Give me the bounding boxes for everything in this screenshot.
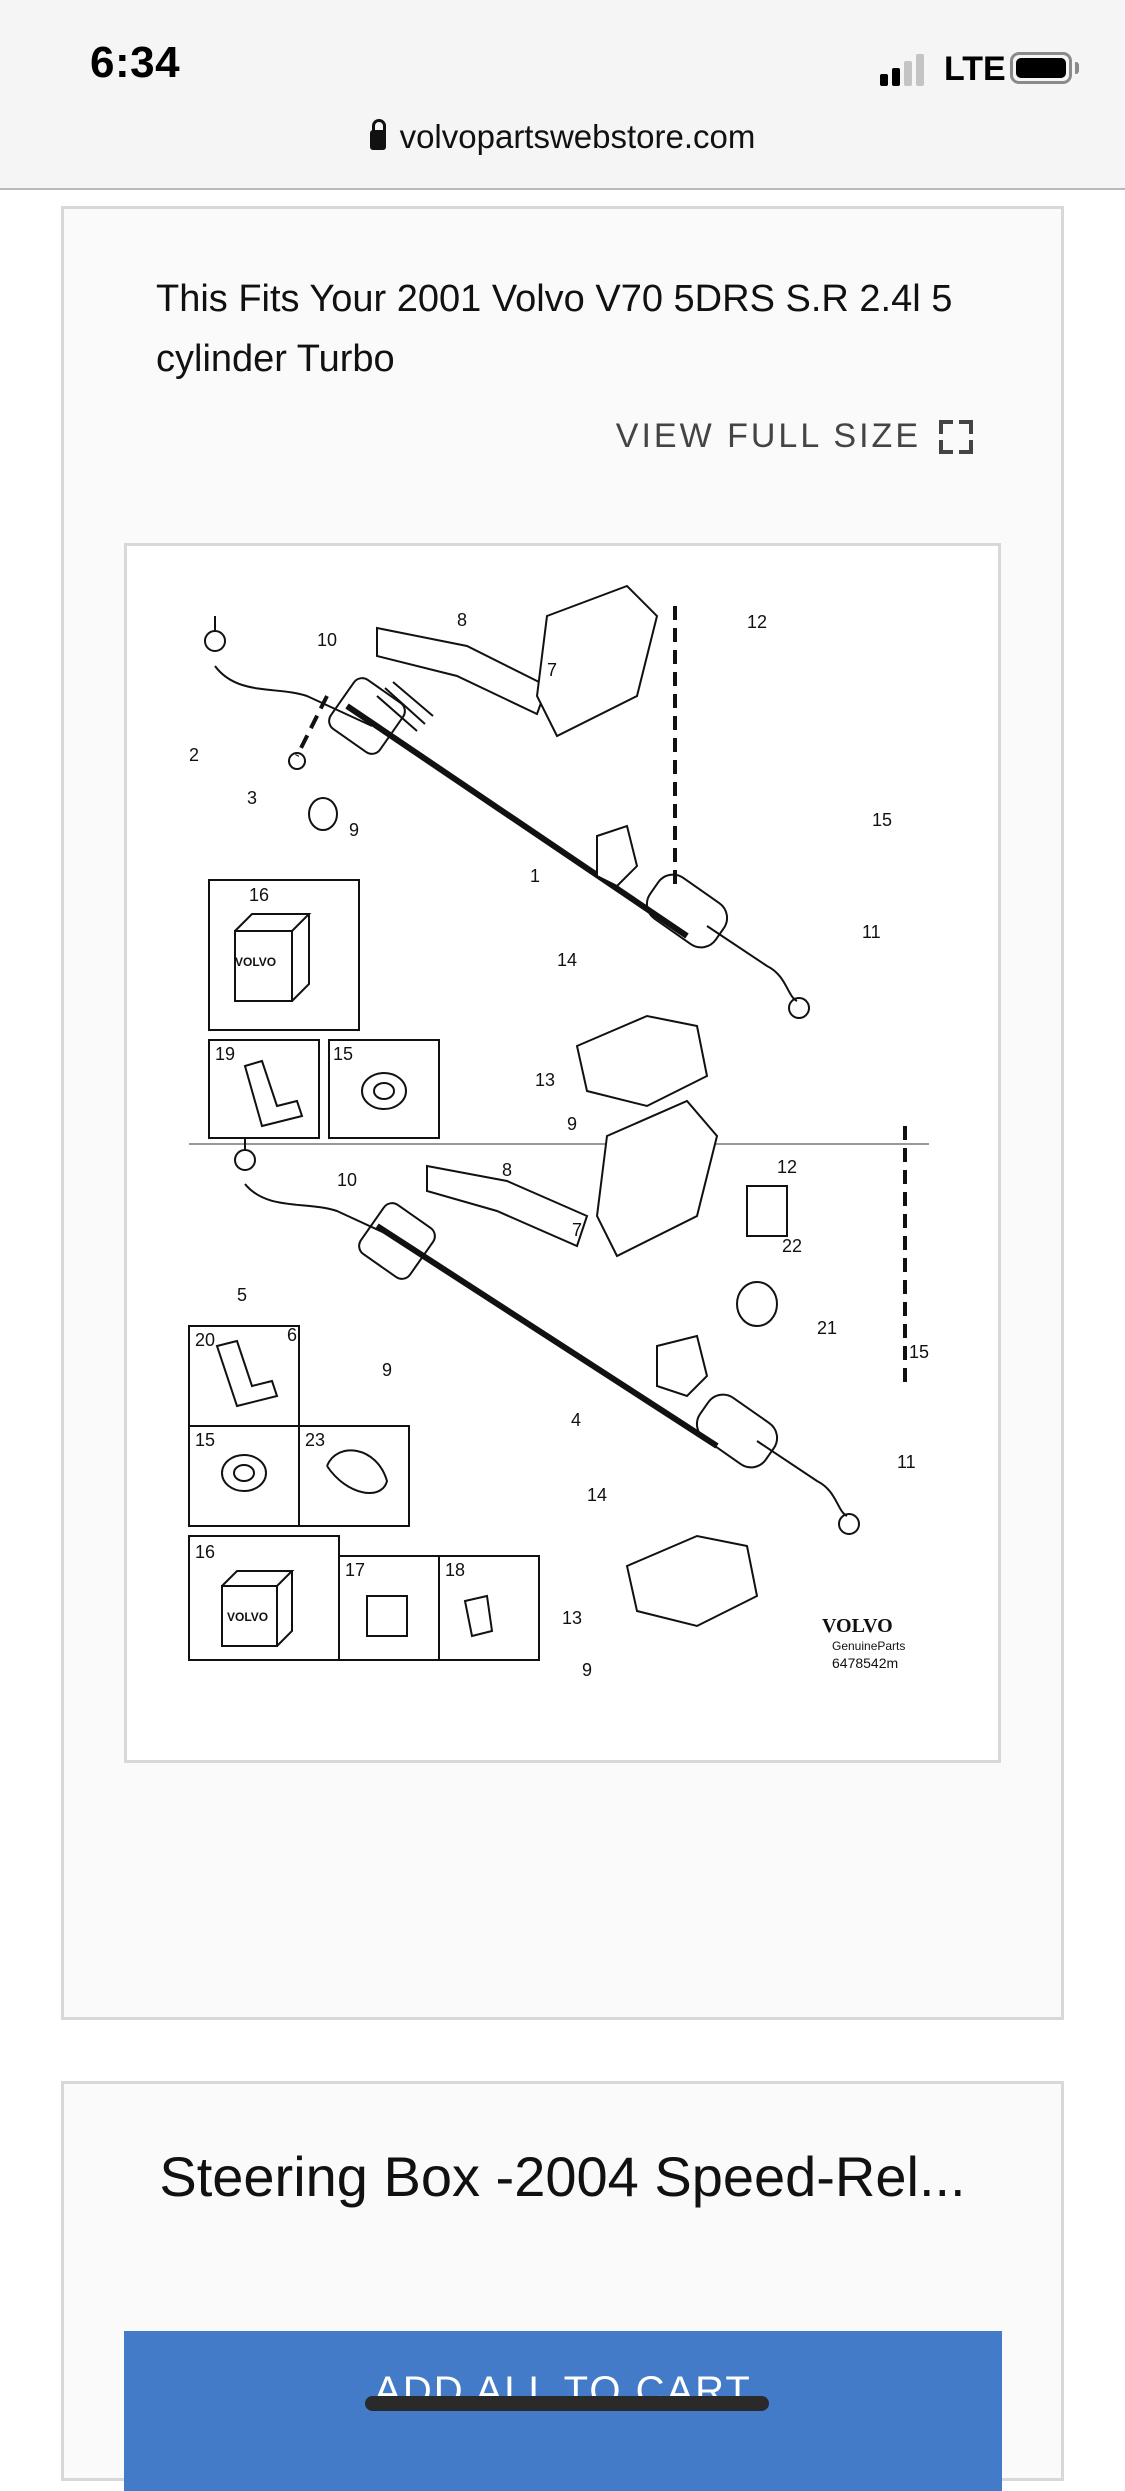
view-full-size-label: VIEW FULL SIZE [615, 417, 921, 455]
callout-16[interactable]: 16 [249, 885, 269, 905]
callout-5[interactable]: 5 [237, 1285, 247, 1305]
box-logo-upper: VOLVO [235, 955, 276, 969]
lock-icon [369, 119, 386, 150]
callout-9[interactable]: 9 [349, 820, 359, 840]
callout-14b[interactable]: 14 [587, 1485, 607, 1505]
callout-10b[interactable]: 10 [337, 1170, 357, 1190]
callout-19[interactable]: 19 [215, 1044, 235, 1064]
fitment-card: This Fits Your 2001 Volvo V70 5DRS S.R 2… [61, 206, 1064, 2020]
fitment-text: This Fits Your 2001 Volvo V70 5DRS S.R 2… [156, 278, 953, 380]
callout-7[interactable]: 7 [547, 660, 557, 680]
valve-housing [596, 824, 639, 888]
callout-9d[interactable]: 9 [582, 1660, 592, 1680]
callout-15c[interactable]: 15 [909, 1342, 929, 1362]
callout-8b[interactable]: 8 [502, 1160, 512, 1180]
callout-14[interactable]: 14 [557, 950, 577, 970]
rack-housing [345, 703, 689, 939]
callout-6[interactable]: 6 [287, 1325, 297, 1345]
status-bar: 6:34 LTE volvopartswebstore.com [0, 0, 1125, 190]
callout-15d[interactable]: 15 [195, 1430, 215, 1450]
callout-20[interactable]: 20 [195, 1330, 215, 1350]
callout-15[interactable]: 15 [872, 810, 892, 830]
callout-12b[interactable]: 12 [777, 1157, 797, 1177]
callout-4[interactable]: 4 [571, 1410, 581, 1430]
callout-15b[interactable]: 15 [333, 1044, 353, 1064]
parts-diagram[interactable]: 10 8 7 12 2 3 9 1 15 11 14 13 9 16 19 15… [124, 543, 1001, 1763]
tie-rod-left [214, 665, 373, 727]
callout-10[interactable]: 10 [317, 630, 337, 650]
callout-18[interactable]: 18 [445, 1560, 465, 1580]
diagram-code: 6478542m [832, 1655, 898, 1671]
parts-diagram-drawing: 10 8 7 12 2 3 9 1 15 11 14 13 9 16 19 15… [188, 584, 929, 1680]
product-title[interactable]: Steering Box -2004 Speed-Rel... [159, 2145, 966, 2208]
callout-7b[interactable]: 7 [572, 1220, 582, 1240]
tie-rod-end-left [204, 630, 226, 652]
clock: 6:34 [90, 38, 181, 87]
boot-left [328, 677, 406, 755]
view-full-size-button[interactable]: VIEW FULL SIZE [616, 417, 973, 456]
callout-21[interactable]: 21 [817, 1318, 837, 1338]
url-text: volvopartswebstore.com [399, 118, 756, 155]
heat-shield-12 [535, 584, 659, 738]
callout-8[interactable]: 8 [457, 610, 467, 630]
callout-11[interactable]: 11 [862, 922, 881, 942]
tie-rod-right [706, 925, 798, 1002]
callout-23[interactable]: 23 [305, 1430, 325, 1450]
signal-icon [880, 54, 934, 86]
callout-11b[interactable]: 11 [897, 1452, 916, 1472]
battery-cap [1075, 62, 1079, 74]
callout-13[interactable]: 13 [535, 1070, 555, 1090]
box-logo-lower: VOLVO [227, 1610, 268, 1624]
home-indicator[interactable] [365, 2396, 769, 2411]
network-type: LTE [944, 50, 1006, 88]
callout-9b[interactable]: 9 [567, 1114, 577, 1134]
heat-shield-7 [376, 626, 549, 716]
callout-3[interactable]: 3 [247, 788, 257, 808]
add-all-to-cart-button[interactable]: ADD ALL TO CART [124, 2331, 1002, 2491]
box-16-upper [208, 879, 360, 1031]
callout-2[interactable]: 2 [189, 745, 199, 765]
url-bar[interactable]: volvopartswebstore.com [0, 118, 1125, 156]
bracket-13 [575, 1014, 709, 1108]
callout-1[interactable]: 1 [530, 866, 540, 886]
battery-icon [1010, 52, 1072, 84]
product-card: Steering Box -2004 Speed-Rel... ADD ALL … [61, 2081, 1064, 2491]
callout-17[interactable]: 17 [345, 1560, 365, 1580]
volvo-brand-mark: VOLVO [822, 1615, 893, 1637]
callout-12[interactable]: 12 [747, 612, 767, 632]
callout-9c[interactable]: 9 [382, 1360, 392, 1380]
genuine-parts-label: GenuineParts [832, 1639, 905, 1653]
callout-22[interactable]: 22 [782, 1236, 802, 1256]
callout-13b[interactable]: 13 [562, 1608, 582, 1628]
callout-16b[interactable]: 16 [195, 1542, 215, 1562]
expand-icon [939, 419, 973, 454]
